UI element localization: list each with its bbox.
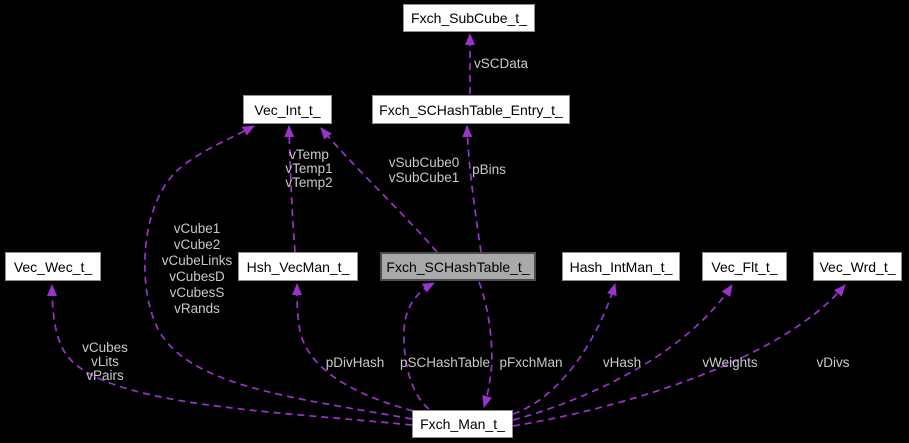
- edge-label-vscdata: vSCData: [473, 56, 529, 71]
- edge-label-line: vCubesD: [169, 269, 225, 284]
- edge-label-line: vTemp: [289, 147, 329, 162]
- edge-vtemp: [284, 125, 296, 253]
- edge-vweights: [512, 284, 733, 421]
- node-vec-wrd[interactable]: Vec_Wrd_t_: [813, 252, 902, 281]
- edge-label-line: vCubes: [82, 340, 128, 355]
- edge-label-line: vPairs: [86, 368, 124, 383]
- edge-vhash: [512, 283, 617, 415]
- edge-label-line: vSubCube0: [388, 155, 460, 170]
- node-fxch-subcube[interactable]: Fxch_SubCube_t_: [403, 4, 535, 32]
- edge-label-pfxchman: pFxchMan: [499, 355, 563, 370]
- edge-label-vsubcube: vSubCube0 vSubCube1: [389, 155, 460, 185]
- edge-label-pschashtable: pSCHashTable: [399, 355, 491, 370]
- edge-vsubcube: [320, 127, 438, 253]
- edge-label-line: vLits: [91, 354, 119, 369]
- edge-label-line: vCube1: [173, 221, 221, 236]
- node-vec-flt[interactable]: Vec_Flt_t_: [702, 252, 787, 281]
- edge-label-line: vCube2: [173, 237, 221, 252]
- node-fxch-schashtable-entry[interactable]: Fxch_SCHashTable_Entry_t_: [372, 95, 570, 124]
- node-fxch-schashtable-current[interactable]: Fxch_SCHashTable_t_: [380, 252, 536, 281]
- edge-label-line: vRands: [174, 301, 220, 316]
- edge-pfxchman: [478, 281, 493, 408]
- edge-label-vtemp: vTemp vTemp1 vTemp2: [285, 148, 332, 190]
- edge-label-vhash: vHash: [602, 355, 642, 370]
- edge-label-line: vCubesS: [169, 285, 225, 300]
- edge-label-pbins: pBins: [472, 162, 506, 177]
- edge-label-vcube: vCube1 vCube2 vCubeLinks vCubesD vCubesS…: [162, 221, 233, 317]
- edge-pbins: [462, 125, 482, 253]
- edge-label-vweights: vWeights: [702, 355, 758, 370]
- edge-vcubes: [47, 284, 413, 426]
- edge-label-vdivs: vDivs: [816, 355, 850, 370]
- edge-label-line: vTemp1: [285, 161, 333, 176]
- edge-vdivs: [512, 284, 846, 427]
- edge-label-line: vSubCube1: [388, 170, 460, 185]
- node-vec-wec[interactable]: Vec_Wec_t_: [5, 252, 101, 281]
- node-hsh-vecman[interactable]: Hsh_VecMan_t_: [238, 252, 358, 281]
- node-vec-int[interactable]: Vec_Int_t_: [243, 95, 332, 124]
- node-hash-intman[interactable]: Hash_IntMan_t_: [562, 252, 680, 281]
- edge-label-pdivhash: pDivHash: [325, 355, 385, 370]
- edge-pschashtable: [403, 282, 435, 410]
- edge-label-line: vTemp2: [285, 175, 333, 190]
- edge-label-line: vCubeLinks: [161, 253, 233, 268]
- node-fxch-man[interactable]: Fxch_Man_t_: [412, 410, 513, 438]
- edge-label-vcubes: vCubes vLits vPairs: [82, 341, 128, 383]
- edge-pdivhash: [292, 283, 414, 412]
